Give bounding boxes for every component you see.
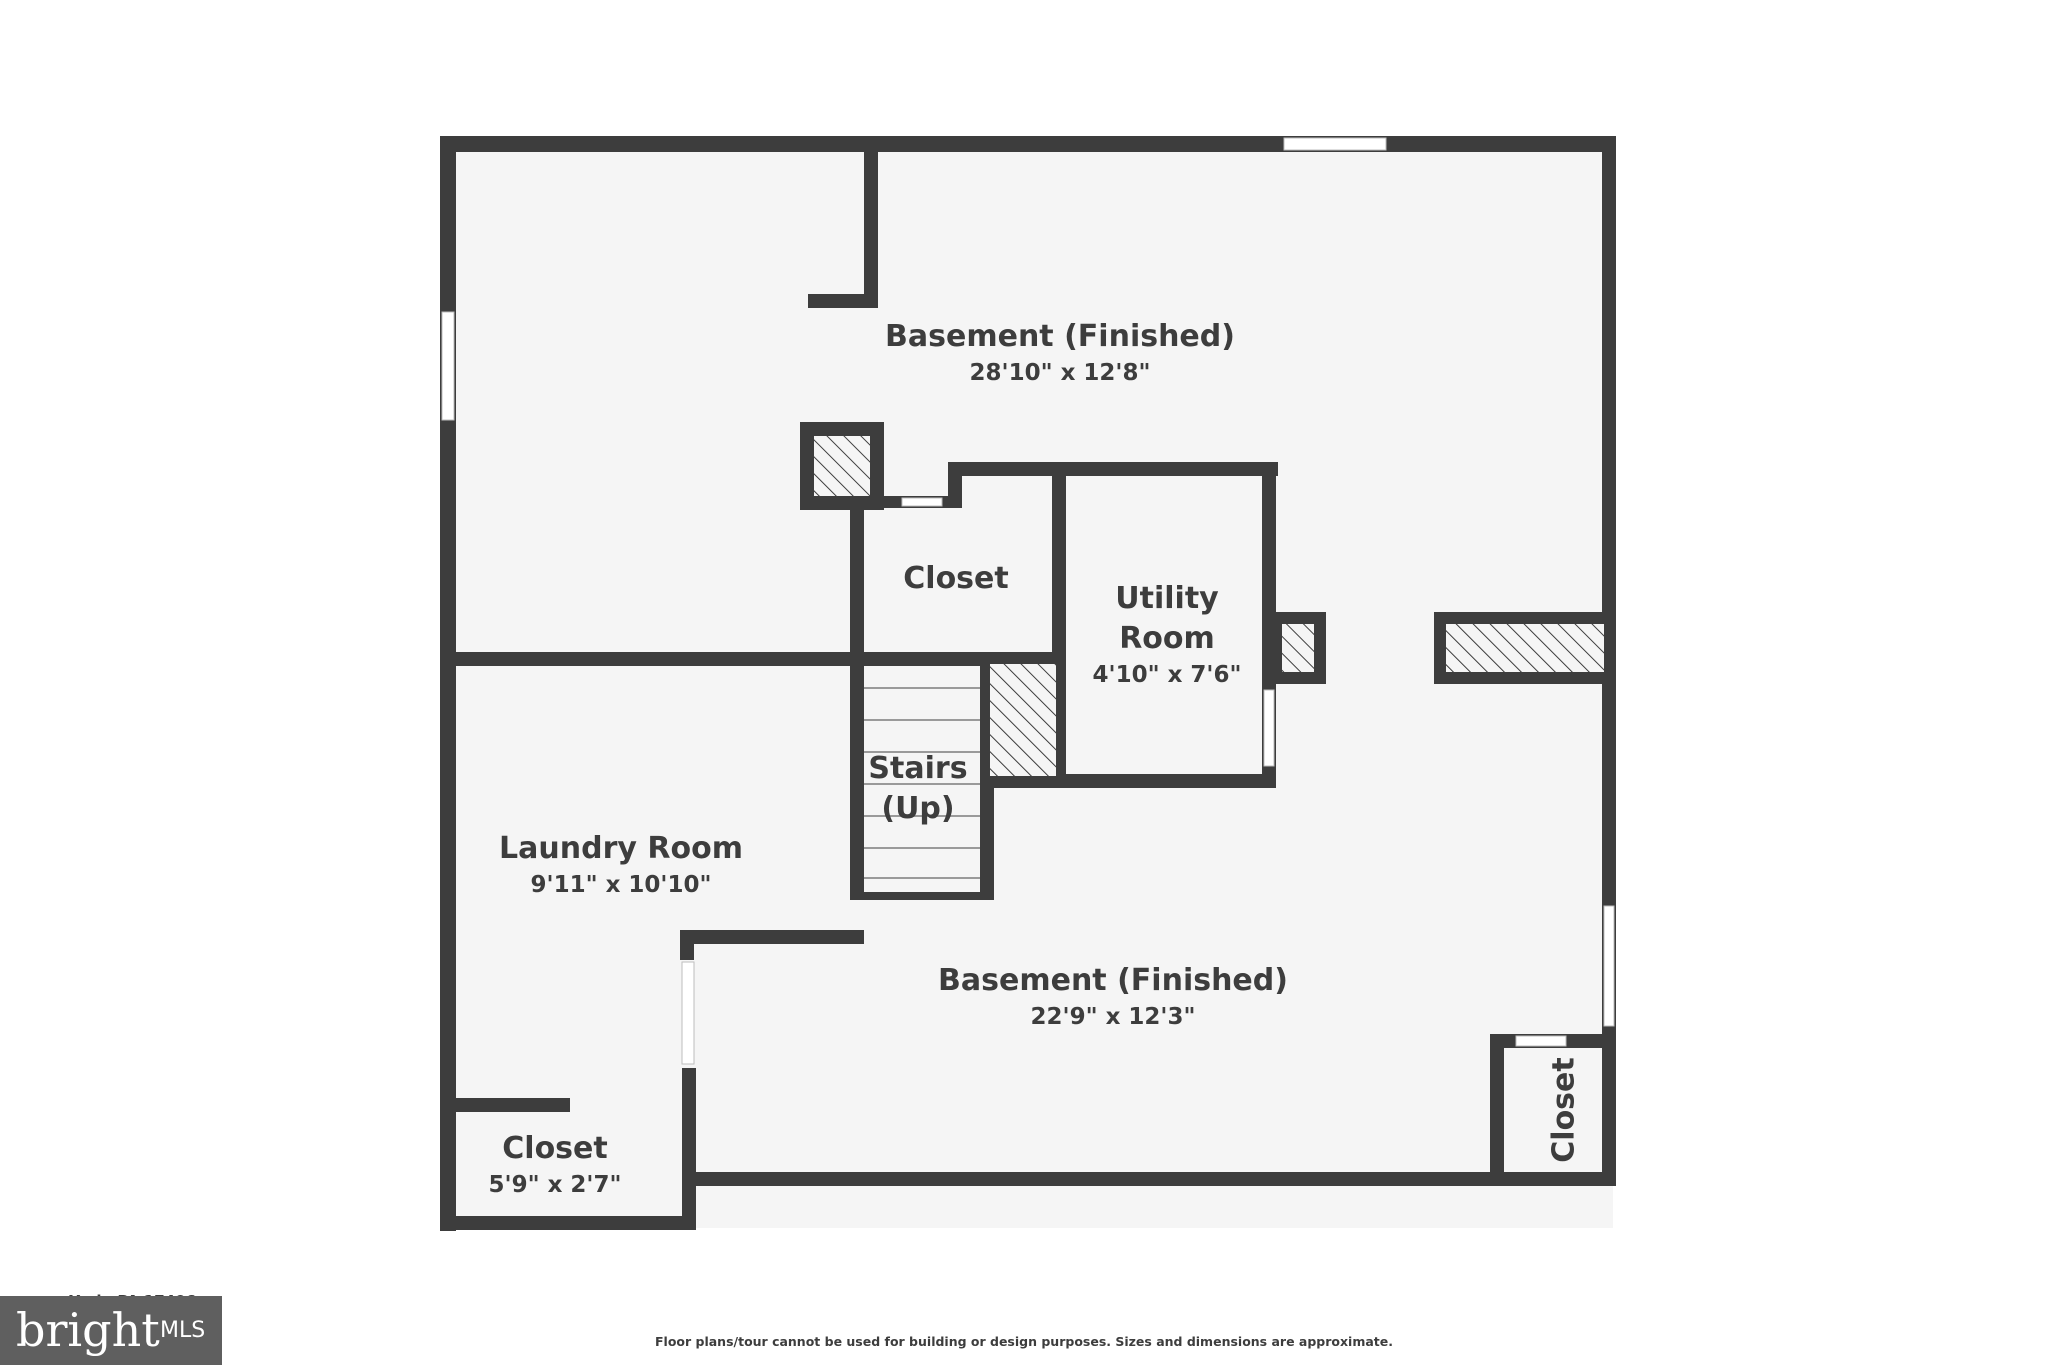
utility-room-title-line2: Room [1119,621,1215,656]
disclaimer-text: Floor plans/tour cannot be used for buil… [655,1334,1393,1349]
stairs-title-line2: (Up) [881,791,954,826]
utility-room-dims: 4'10" x 7'6" [1093,662,1242,688]
basement-upper-dims: 28'10" x 12'8" [970,360,1151,386]
closet-center-title: Closet [903,561,1008,596]
utility-room-title-line1: Utility [1115,581,1219,616]
bright-mls-logo: bright MLS [0,1296,222,1365]
closet-bottom-left-title: Closet [502,1131,607,1166]
basement-lower-dims: 22'9" x 12'3" [1031,1004,1196,1030]
basement-lower-title: Basement (Finished) [938,963,1288,998]
hatched-chases [800,422,1616,776]
closet-right-title: Closet [1547,1057,1582,1162]
laundry-room-dims: 9'11" x 10'10" [531,872,712,898]
windows [441,137,1615,1065]
logo-suffix-text: MLS [160,1318,206,1343]
stair-treads [864,687,980,879]
basement-upper-title: Basement (Finished) [885,319,1235,354]
logo-brand-text: bright [16,1303,160,1357]
stairs-title-line1: Stairs [868,751,967,786]
closet-bottom-left-dims: 5'9" x 2'7" [489,1172,622,1198]
laundry-room-title: Laundry Room [499,831,743,866]
room-labels: Basement (Finished) 28'10" x 12'8" Close… [489,319,1582,1198]
